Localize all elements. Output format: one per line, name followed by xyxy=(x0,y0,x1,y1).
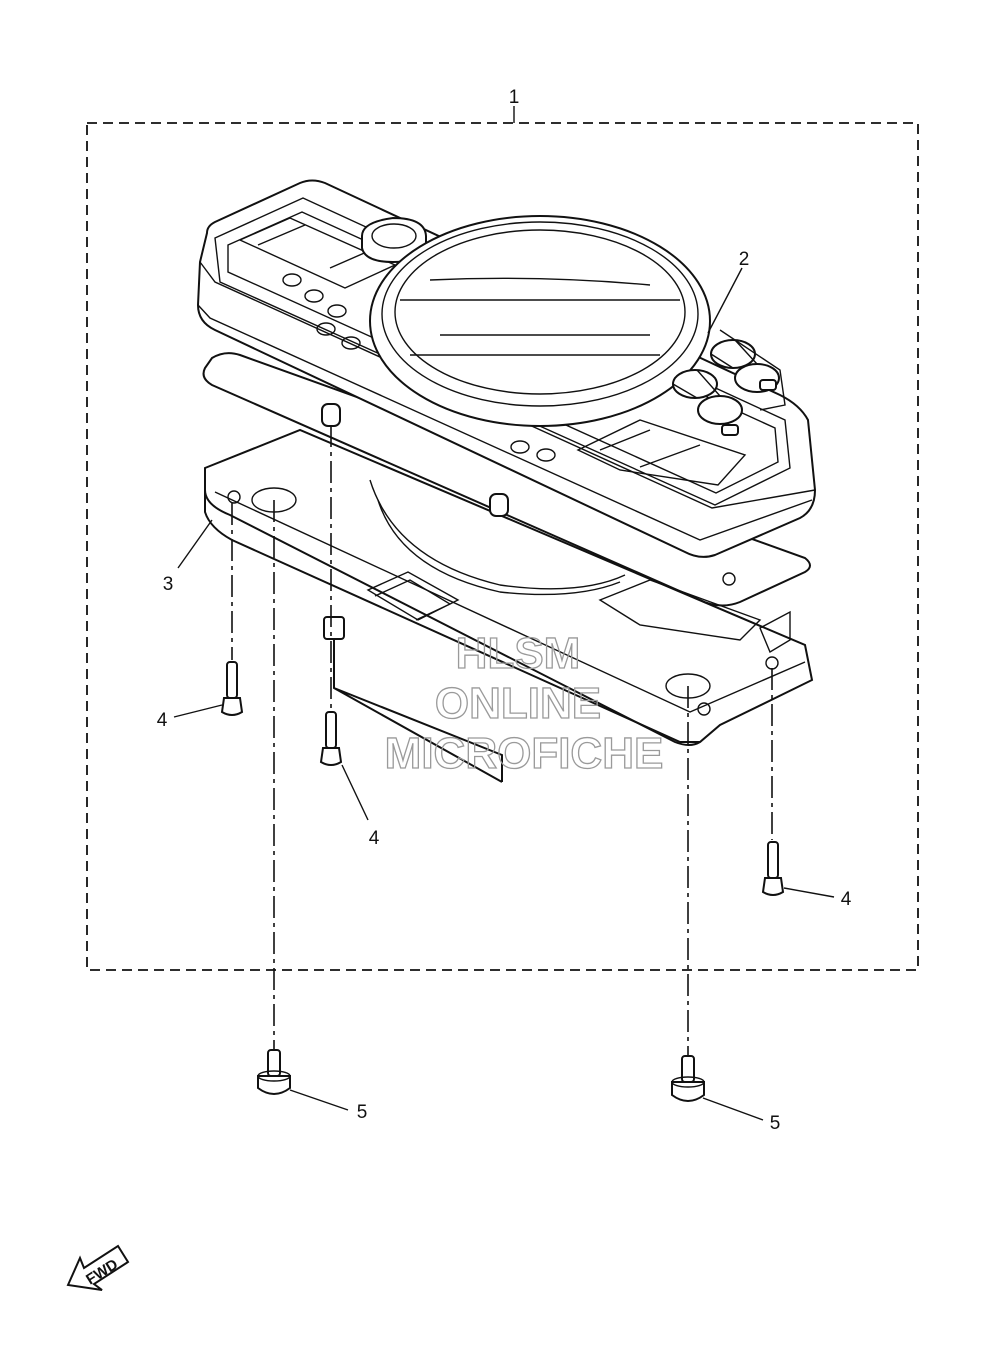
leader-line-3 xyxy=(177,519,213,569)
screw-part-4 xyxy=(761,841,785,896)
meter-connector xyxy=(672,369,743,436)
fwd-arrow: FWD xyxy=(66,1244,130,1291)
watermark-line-2: ONLINE xyxy=(435,679,601,728)
case-hole xyxy=(722,572,736,586)
bolt-part-5 xyxy=(257,1049,291,1095)
leader-line-2 xyxy=(707,267,743,334)
bolt-part-5 xyxy=(671,1055,705,1102)
callout-1: 1 xyxy=(509,87,520,108)
watermark-line-1: HLSM xyxy=(456,629,581,678)
screw-part-4 xyxy=(220,661,244,716)
leader-line-5a xyxy=(289,1089,349,1111)
main-gauge-ring xyxy=(369,215,711,427)
callout-4c: 4 xyxy=(841,889,852,910)
gauge-dial-internal xyxy=(369,479,762,641)
leader-line-4a xyxy=(173,704,223,718)
meter-unit-part-2 xyxy=(196,179,817,558)
watermark-line-3: MICROFICHE xyxy=(385,729,664,778)
leader-line-5b xyxy=(702,1097,764,1121)
callout-4b: 4 xyxy=(369,828,380,849)
meter-connector xyxy=(710,329,786,411)
case-hole xyxy=(227,490,241,504)
callout-5a: 5 xyxy=(357,1102,368,1123)
callout-4a: 4 xyxy=(157,710,168,731)
gasket-seal xyxy=(202,352,811,607)
assembly-boundary-box xyxy=(86,122,919,971)
callout-3: 3 xyxy=(163,574,174,595)
callout-2: 2 xyxy=(739,249,750,270)
screw-part-4 xyxy=(319,711,343,766)
case-hole xyxy=(697,702,711,716)
callout-5b: 5 xyxy=(770,1113,781,1134)
leader-line-4c xyxy=(783,887,835,898)
leader-line-4b xyxy=(341,764,369,821)
